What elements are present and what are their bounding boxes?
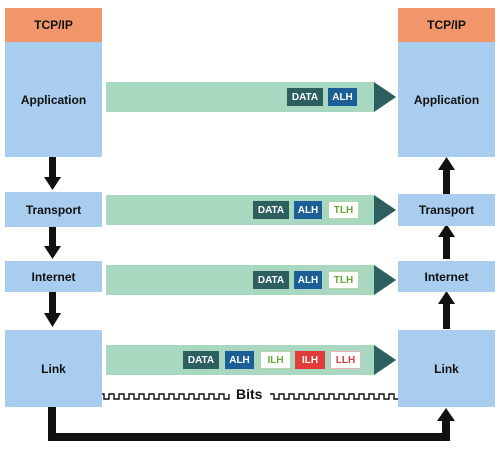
up-arrow-internet-transport — [438, 224, 455, 259]
tag-alh-transport: ALH — [294, 201, 322, 219]
right-layer-link: Link — [398, 330, 495, 407]
up-arrow-transport-application — [438, 157, 455, 194]
up-arrow-link-internet — [438, 291, 455, 329]
bottom-connector-arrow — [48, 407, 455, 441]
tag-tlh-transport: TLH — [328, 201, 359, 219]
bits-signal-left — [102, 393, 230, 400]
down-arrow-application-transport — [44, 157, 61, 190]
bits-label: Bits — [232, 386, 267, 402]
down-arrow-internet-link — [44, 292, 61, 327]
bits-signal-right — [270, 393, 398, 400]
tag-data-application: DATA — [287, 88, 323, 106]
tag-ilh-link-green: ILH — [260, 351, 291, 369]
tag-alh-application: ALH — [328, 88, 357, 106]
right-layer-transport: Transport — [398, 194, 495, 226]
tag-llh-link: LLH — [330, 351, 361, 369]
tag-data-link: DATA — [183, 351, 219, 369]
tag-ilh-link-red: ILH — [295, 351, 325, 369]
left-layer-transport: Transport — [5, 192, 102, 227]
down-arrow-transport-internet — [44, 227, 61, 259]
band-application — [106, 82, 396, 112]
tag-data-transport: DATA — [253, 201, 289, 219]
band-transport — [106, 195, 396, 225]
tag-tlh-internet: TLH — [328, 271, 359, 289]
tag-alh-internet: ALH — [294, 271, 322, 289]
left-stack-header: TCP/IP — [5, 8, 102, 42]
right-layer-internet: Internet — [398, 261, 495, 292]
right-stack-header: TCP/IP — [398, 8, 495, 42]
band-internet — [106, 265, 396, 295]
tag-alh-link: ALH — [225, 351, 254, 369]
left-layer-link: Link — [5, 330, 102, 407]
left-layer-internet: Internet — [5, 261, 102, 292]
right-layer-application: Application — [398, 42, 495, 157]
left-layer-application: Application — [5, 42, 102, 157]
tag-data-internet: DATA — [253, 271, 289, 289]
